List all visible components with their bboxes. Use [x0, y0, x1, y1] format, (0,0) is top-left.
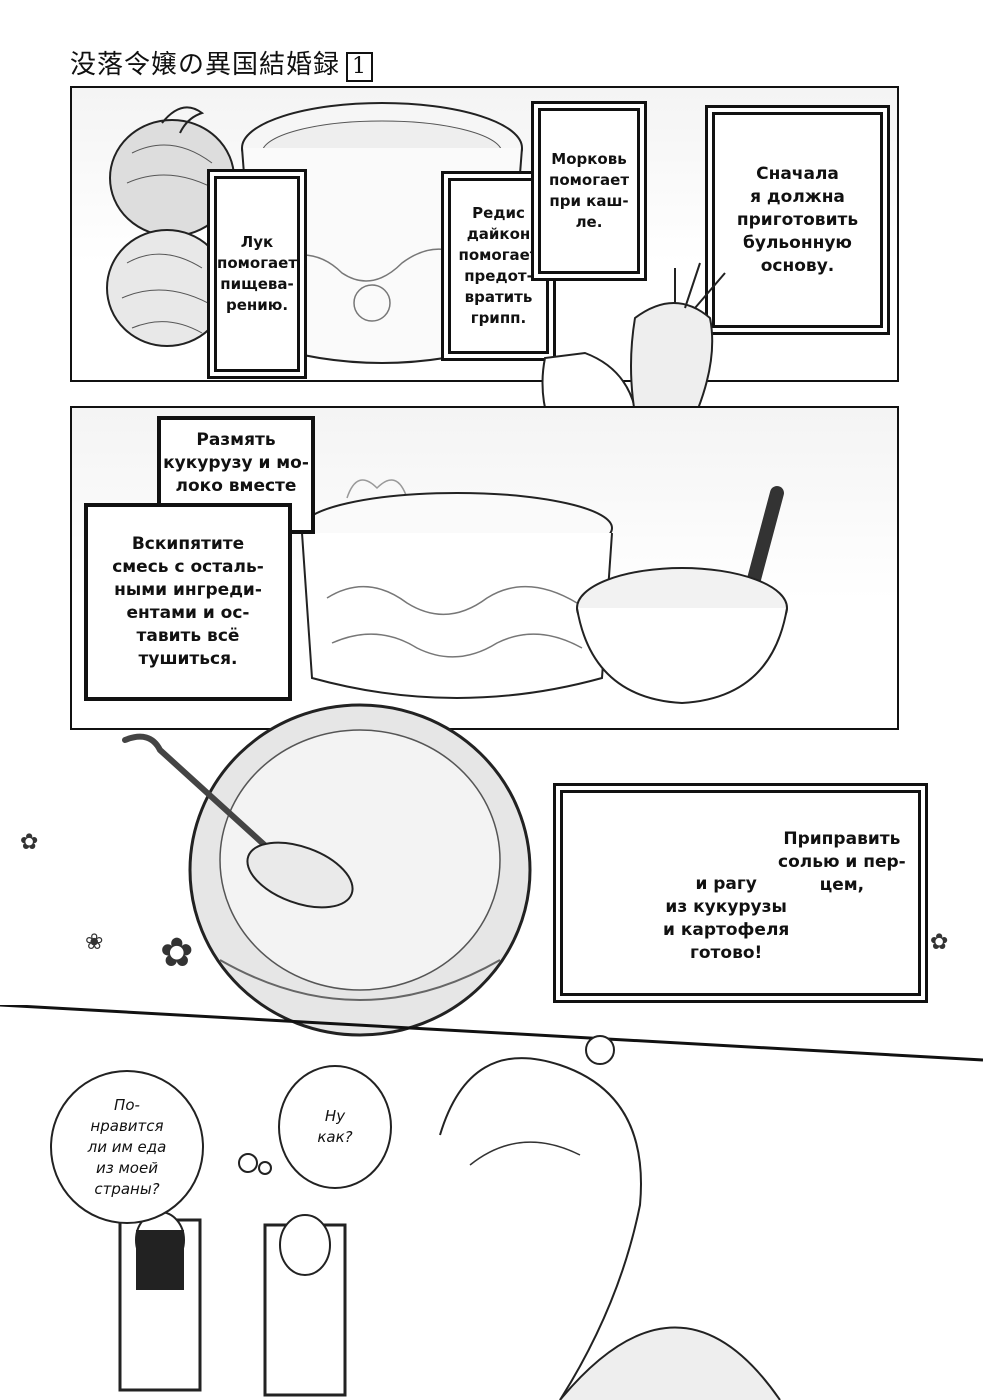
caption-onion: Лук помогает пищева- рению. [216, 233, 298, 314]
pot-icon [301, 479, 613, 699]
caption-frame-broth: Сначала я должна приготовить бульонную о… [712, 112, 883, 328]
caption-carrot: Морковь помогает при каш- ле. [548, 150, 630, 231]
panel-cooking: Размять кукурузу и мо- локо вместе в сту… [70, 406, 899, 730]
onion-icon [106, 106, 235, 347]
flower-icon: ❀ [85, 930, 104, 955]
flower-icon: ✿ [160, 930, 194, 976]
flower-icon: ✿ [20, 830, 39, 855]
panel-border [0, 1005, 983, 1062]
speech-bubble-like: По- нравится ли им еда из моей страны? [50, 1070, 204, 1224]
thought-dot [258, 1161, 272, 1175]
bowl-icon [576, 486, 788, 705]
caption-frame-radish: Редис дайкон помогает предот- вратить гр… [448, 178, 549, 354]
thought-dot [238, 1153, 258, 1173]
caption-boil: Вскипятите смесь с осталь- ными ингреди-… [112, 534, 264, 669]
flower-icon: ✿ [930, 930, 949, 955]
caption-season: Приправить солью и пер- цем, [778, 829, 906, 895]
panel-ingredients: Лук помогает пищева- рению. Редис дайкон… [70, 86, 899, 382]
caption-radish: Редис дайкон помогает предот- вратить гр… [458, 204, 539, 327]
bowl-icon [188, 703, 532, 1037]
characters-illustration [118, 1035, 781, 1400]
speech-bubble-how: Ну как? [278, 1065, 392, 1189]
caption-frame-season: и рагу из кукурузы и картофеля готово! П… [560, 790, 921, 996]
book-title: 没落令嬢の異国結婚録 [70, 50, 341, 80]
caption-frame-boil: Вскипятите смесь с осталь- ными ингреди-… [84, 503, 292, 701]
caption-ready: и рагу из кукурузы и картофеля готово! [663, 874, 790, 963]
volume-number: 1 [346, 52, 374, 82]
panel-dish: ✿ ❀ ✿ ✿ и рагу из кукурузы и картофеля г… [0, 700, 983, 1060]
caption-frame-carrot: Морковь помогает при каш- ле. [538, 108, 640, 274]
spoon-icon [122, 733, 354, 909]
caption-broth: Сначала я должна приготовить бульонную о… [736, 163, 859, 276]
panel-characters: По- нравится ли им еда из моей страны? Н… [0, 1005, 983, 1400]
caption-frame-onion: Лук помогает пищева- рению. [214, 176, 300, 372]
